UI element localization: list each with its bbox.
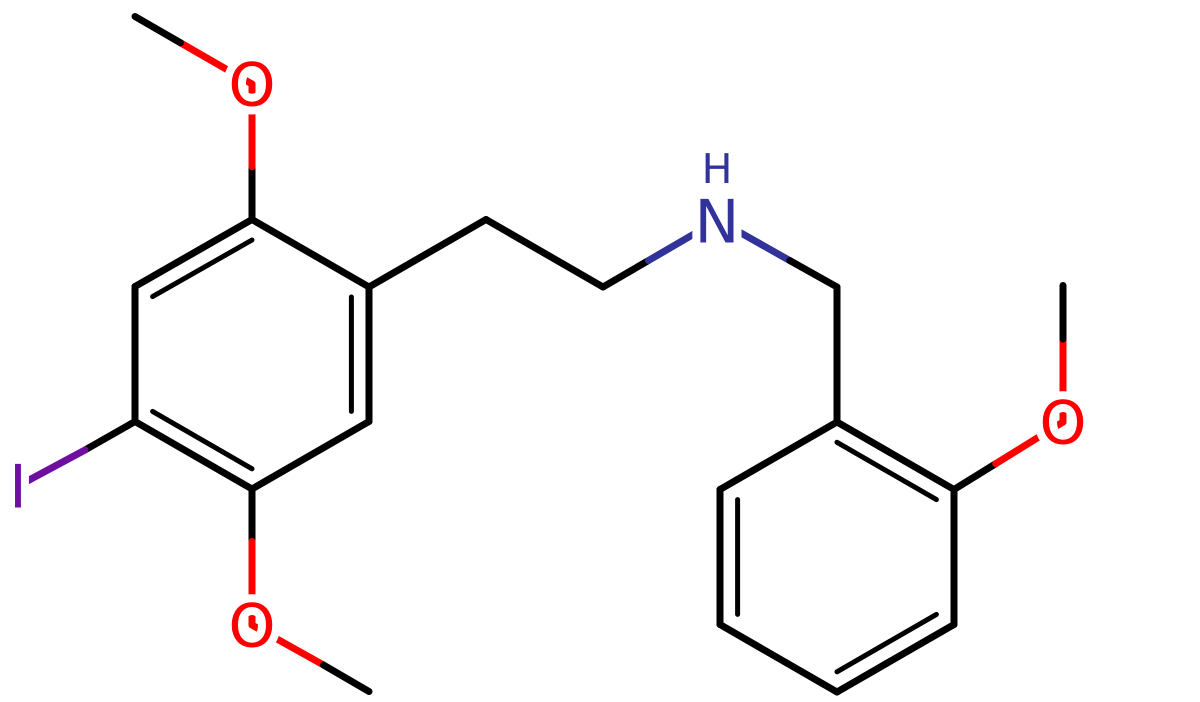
- bond-segment: [131, 418, 256, 493]
- atom-label-h: H: [702, 145, 733, 193]
- bond-segment: [833, 418, 958, 493]
- double-bond-inner-line: [834, 611, 939, 675]
- bond-segment: [248, 216, 373, 291]
- atom-label-o-right: O: [1039, 389, 1086, 459]
- bond-segment: [833, 621, 958, 696]
- bond-segment: [248, 418, 373, 493]
- bond-segment: [131, 13, 184, 47]
- bond-segment: [599, 257, 652, 291]
- double-bond-inner-line: [834, 439, 939, 503]
- bond-segment: [177, 39, 256, 88]
- atom-label-i: I: [9, 453, 27, 523]
- bond-segment: [131, 216, 256, 290]
- bond-segment: [482, 216, 607, 291]
- atom-label-o-top: O: [228, 51, 275, 121]
- double-bond-inner-line: [150, 408, 255, 472]
- bond-segment: [365, 216, 490, 291]
- bond-segment: [320, 661, 373, 695]
- bond-segment: [786, 257, 841, 291]
- double-bond-inner-line: [150, 237, 255, 300]
- bond-segment: [714, 216, 794, 265]
- bond-segment: [14, 446, 89, 490]
- bond-segment: [950, 460, 1000, 493]
- bond-segment: [716, 621, 841, 696]
- bond-segment: [81, 418, 139, 454]
- bond-segment: [645, 216, 722, 264]
- bond-segment: [716, 418, 841, 493]
- bond-segment: [248, 621, 327, 669]
- atom-label-o-bottom: O: [228, 592, 275, 662]
- atom-label-n: N: [695, 188, 740, 258]
- bond-segment: [992, 418, 1067, 468]
